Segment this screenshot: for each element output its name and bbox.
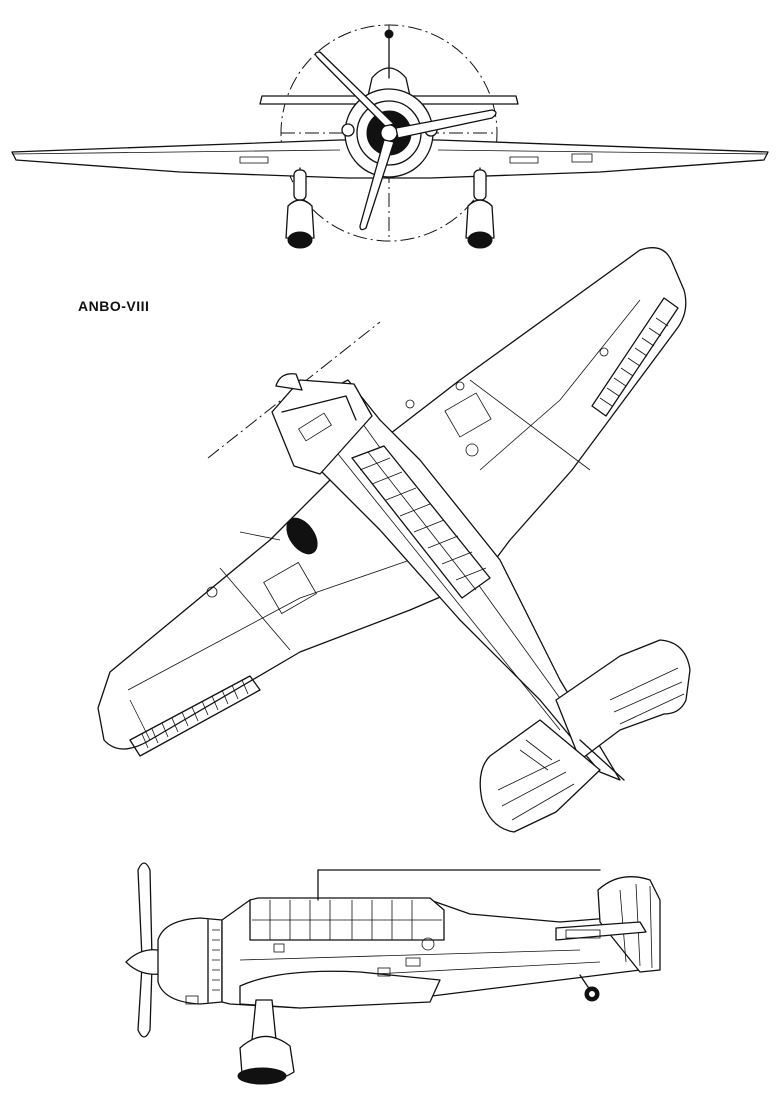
top-view xyxy=(97,247,691,833)
right-aileron xyxy=(591,297,679,417)
side-view xyxy=(125,862,661,1085)
front-canopy xyxy=(367,67,411,97)
top-canopy xyxy=(351,445,491,599)
front-left-landing-gear xyxy=(285,167,315,249)
side-tailplane xyxy=(555,921,647,941)
side-propeller-lower-blade xyxy=(137,965,153,1038)
front-propeller-blade xyxy=(314,51,395,127)
front-propeller-blade xyxy=(395,109,497,139)
side-propeller-upper-blade xyxy=(137,862,153,959)
radiator-intake xyxy=(286,517,318,555)
side-main-landing-gear xyxy=(237,999,295,1085)
aircraft-designation-label: ANBO-VIII xyxy=(78,298,150,314)
side-spinner xyxy=(125,949,161,975)
side-wing-root xyxy=(239,970,441,1009)
top-right-tailplane xyxy=(555,639,691,761)
side-canopy xyxy=(249,897,445,941)
top-spinner xyxy=(275,373,303,391)
side-tail-wheel xyxy=(579,974,600,1002)
front-view xyxy=(11,24,769,249)
left-aileron xyxy=(129,675,261,757)
front-propeller-blade xyxy=(359,139,395,231)
front-right-landing-gear xyxy=(465,167,495,249)
top-cowling xyxy=(271,379,373,475)
top-left-tailplane xyxy=(479,719,601,833)
side-cowling xyxy=(157,917,223,1005)
